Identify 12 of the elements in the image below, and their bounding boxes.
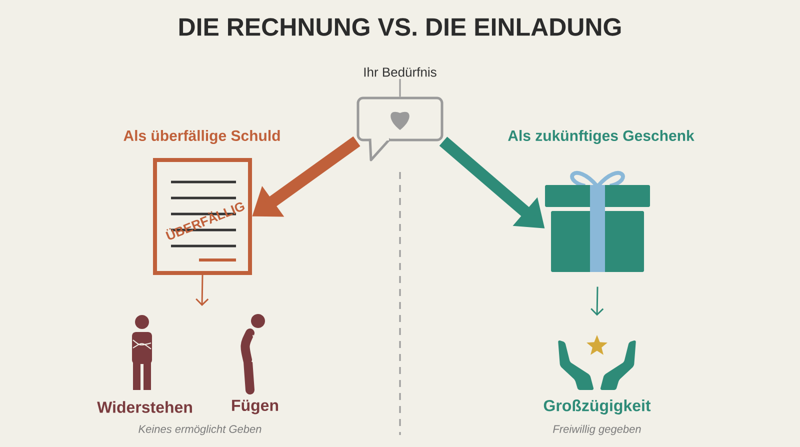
note-text: Freiwillig gegeben [553, 424, 641, 436]
arrow [590, 286, 604, 316]
heading: Als zukünftiges Geschenk [508, 130, 694, 144]
caption-text: Ihr Bedürfnis [364, 67, 436, 77]
heading: Als überfällige Schuld [124, 130, 280, 144]
arrow [196, 275, 209, 306]
figure-label: Widerstehen [97, 401, 192, 413]
speech-bubble [356, 96, 444, 162]
title: DIE RECHNUNG VS. DIE EINLADUNG [179, 18, 621, 36]
note-text: Keines ermöglicht Geben [138, 424, 262, 436]
figure-label: Großzügigkeit [544, 400, 651, 414]
figure-label: Fügen [232, 400, 278, 414]
